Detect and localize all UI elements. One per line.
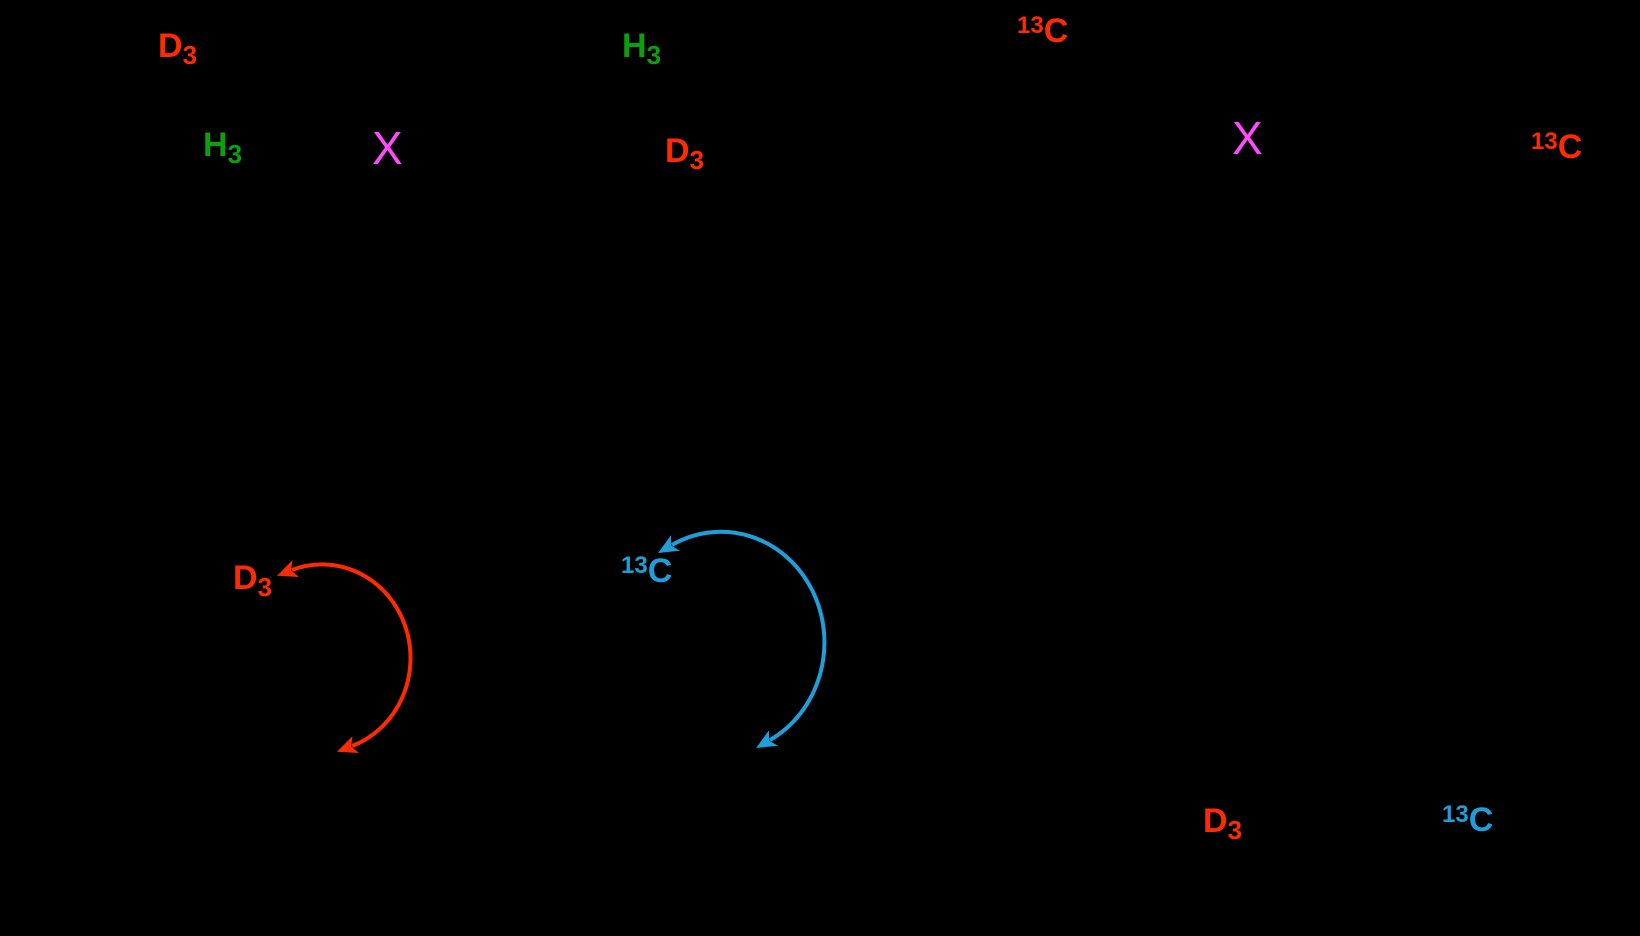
label-d3-bottom-right-text: 3	[1227, 815, 1243, 845]
label-h3-top-left-text: 3	[227, 139, 243, 169]
label-d3-top-left: D3	[158, 27, 197, 68]
label-13c-top: 13C	[1017, 12, 1069, 50]
label-h3-top-middle-text: H	[622, 27, 647, 65]
label-13c-middle: 13C	[621, 552, 673, 590]
label-h3-top-middle: H3	[622, 27, 661, 68]
label-x-left: X	[372, 125, 403, 171]
label-13c-middle-text: 13	[621, 552, 648, 579]
label-d3-middle-text: D	[233, 559, 258, 597]
label-h3-top-middle-text: 3	[646, 40, 662, 70]
red-exchange-arrow	[277, 560, 413, 753]
label-13c-top-text: 13	[1017, 12, 1044, 39]
label-13c-top-text: C	[1043, 12, 1069, 50]
label-x-right-text: X	[1232, 112, 1263, 164]
label-h3-top-left: H3	[203, 126, 242, 167]
label-h3-top-left-text: H	[203, 126, 228, 164]
label-13c-bottom-right-text: 13	[1442, 801, 1469, 828]
label-13c-right-text: 13	[1531, 128, 1558, 155]
label-d3-middle-text: 3	[257, 572, 273, 602]
label-13c-right-text: C	[1557, 128, 1583, 166]
blue-exchange-arrow	[658, 529, 827, 749]
label-d3-top-left-text: 3	[182, 40, 198, 70]
label-13c-middle-text: C	[647, 552, 673, 590]
label-x-right: X	[1232, 115, 1263, 161]
label-d3-bottom-right: D3	[1203, 802, 1242, 843]
label-13c-right: 13C	[1531, 128, 1583, 166]
label-d3-top-left-text: D	[158, 27, 183, 65]
label-13c-bottom-right-text: C	[1468, 801, 1494, 839]
label-d3-top-middle-text: 3	[689, 145, 705, 175]
label-d3-middle: D3	[233, 559, 272, 600]
label-d3-top-middle-text: D	[665, 132, 690, 170]
label-13c-bottom-right: 13C	[1442, 801, 1494, 839]
label-d3-top-middle: D3	[665, 132, 704, 173]
label-x-left-text: X	[372, 122, 403, 174]
label-d3-bottom-right-text: D	[1203, 802, 1228, 840]
